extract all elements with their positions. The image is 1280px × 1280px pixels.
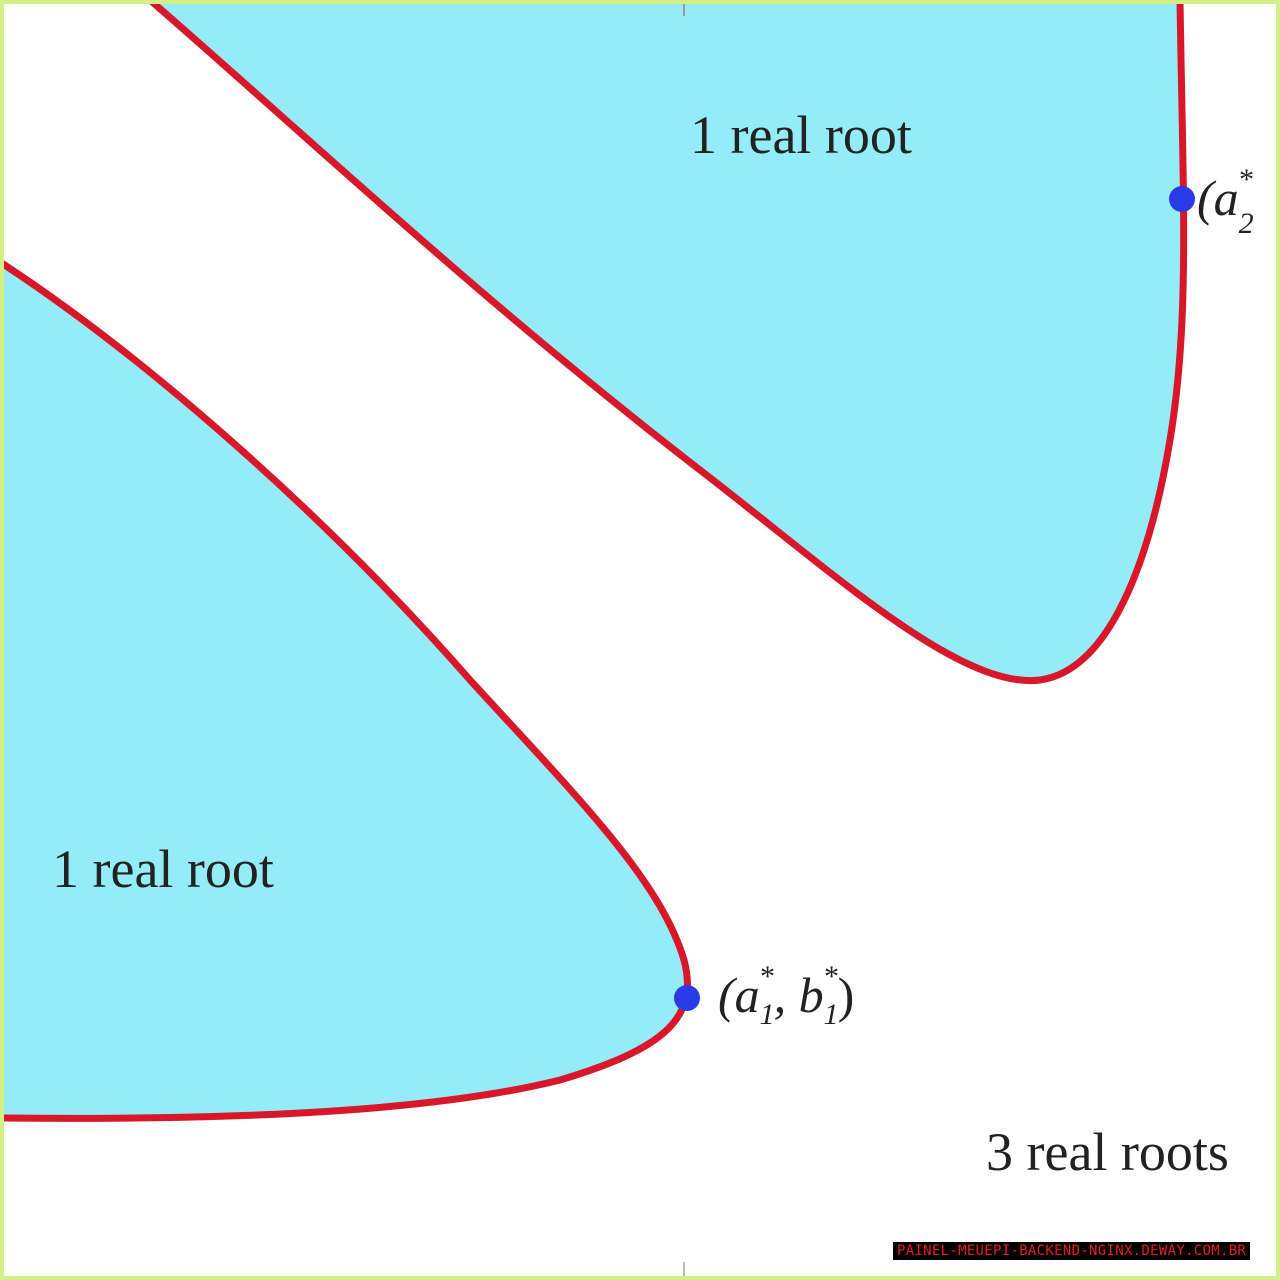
root-region-diagram: 1 real root 1 real root 3 real roots (a2… (4, 4, 1254, 1276)
critical-point-1 (674, 985, 700, 1011)
upper-boundary-curve (149, 4, 1188, 685)
region-label-middle: 3 real roots (986, 1122, 1229, 1182)
diagram-canvas: 1 real root 1 real root 3 real roots (a2… (4, 4, 1276, 1276)
point-label-2: (a2* (1197, 163, 1254, 240)
upper-region-fill (154, 4, 1184, 681)
lower-region-fill (4, 264, 688, 1119)
region-label-upper: 1 real root (690, 105, 912, 165)
point-label-1: (a1*, b1*) (718, 960, 854, 1031)
watermark: PAINEL-MEUEPI-BACKEND-NGINX.DEWAY.COM.BR (893, 1242, 1251, 1260)
region-label-lower: 1 real root (52, 839, 274, 899)
lower-boundary-curve (4, 260, 691, 1122)
critical-point-2 (1169, 186, 1195, 212)
